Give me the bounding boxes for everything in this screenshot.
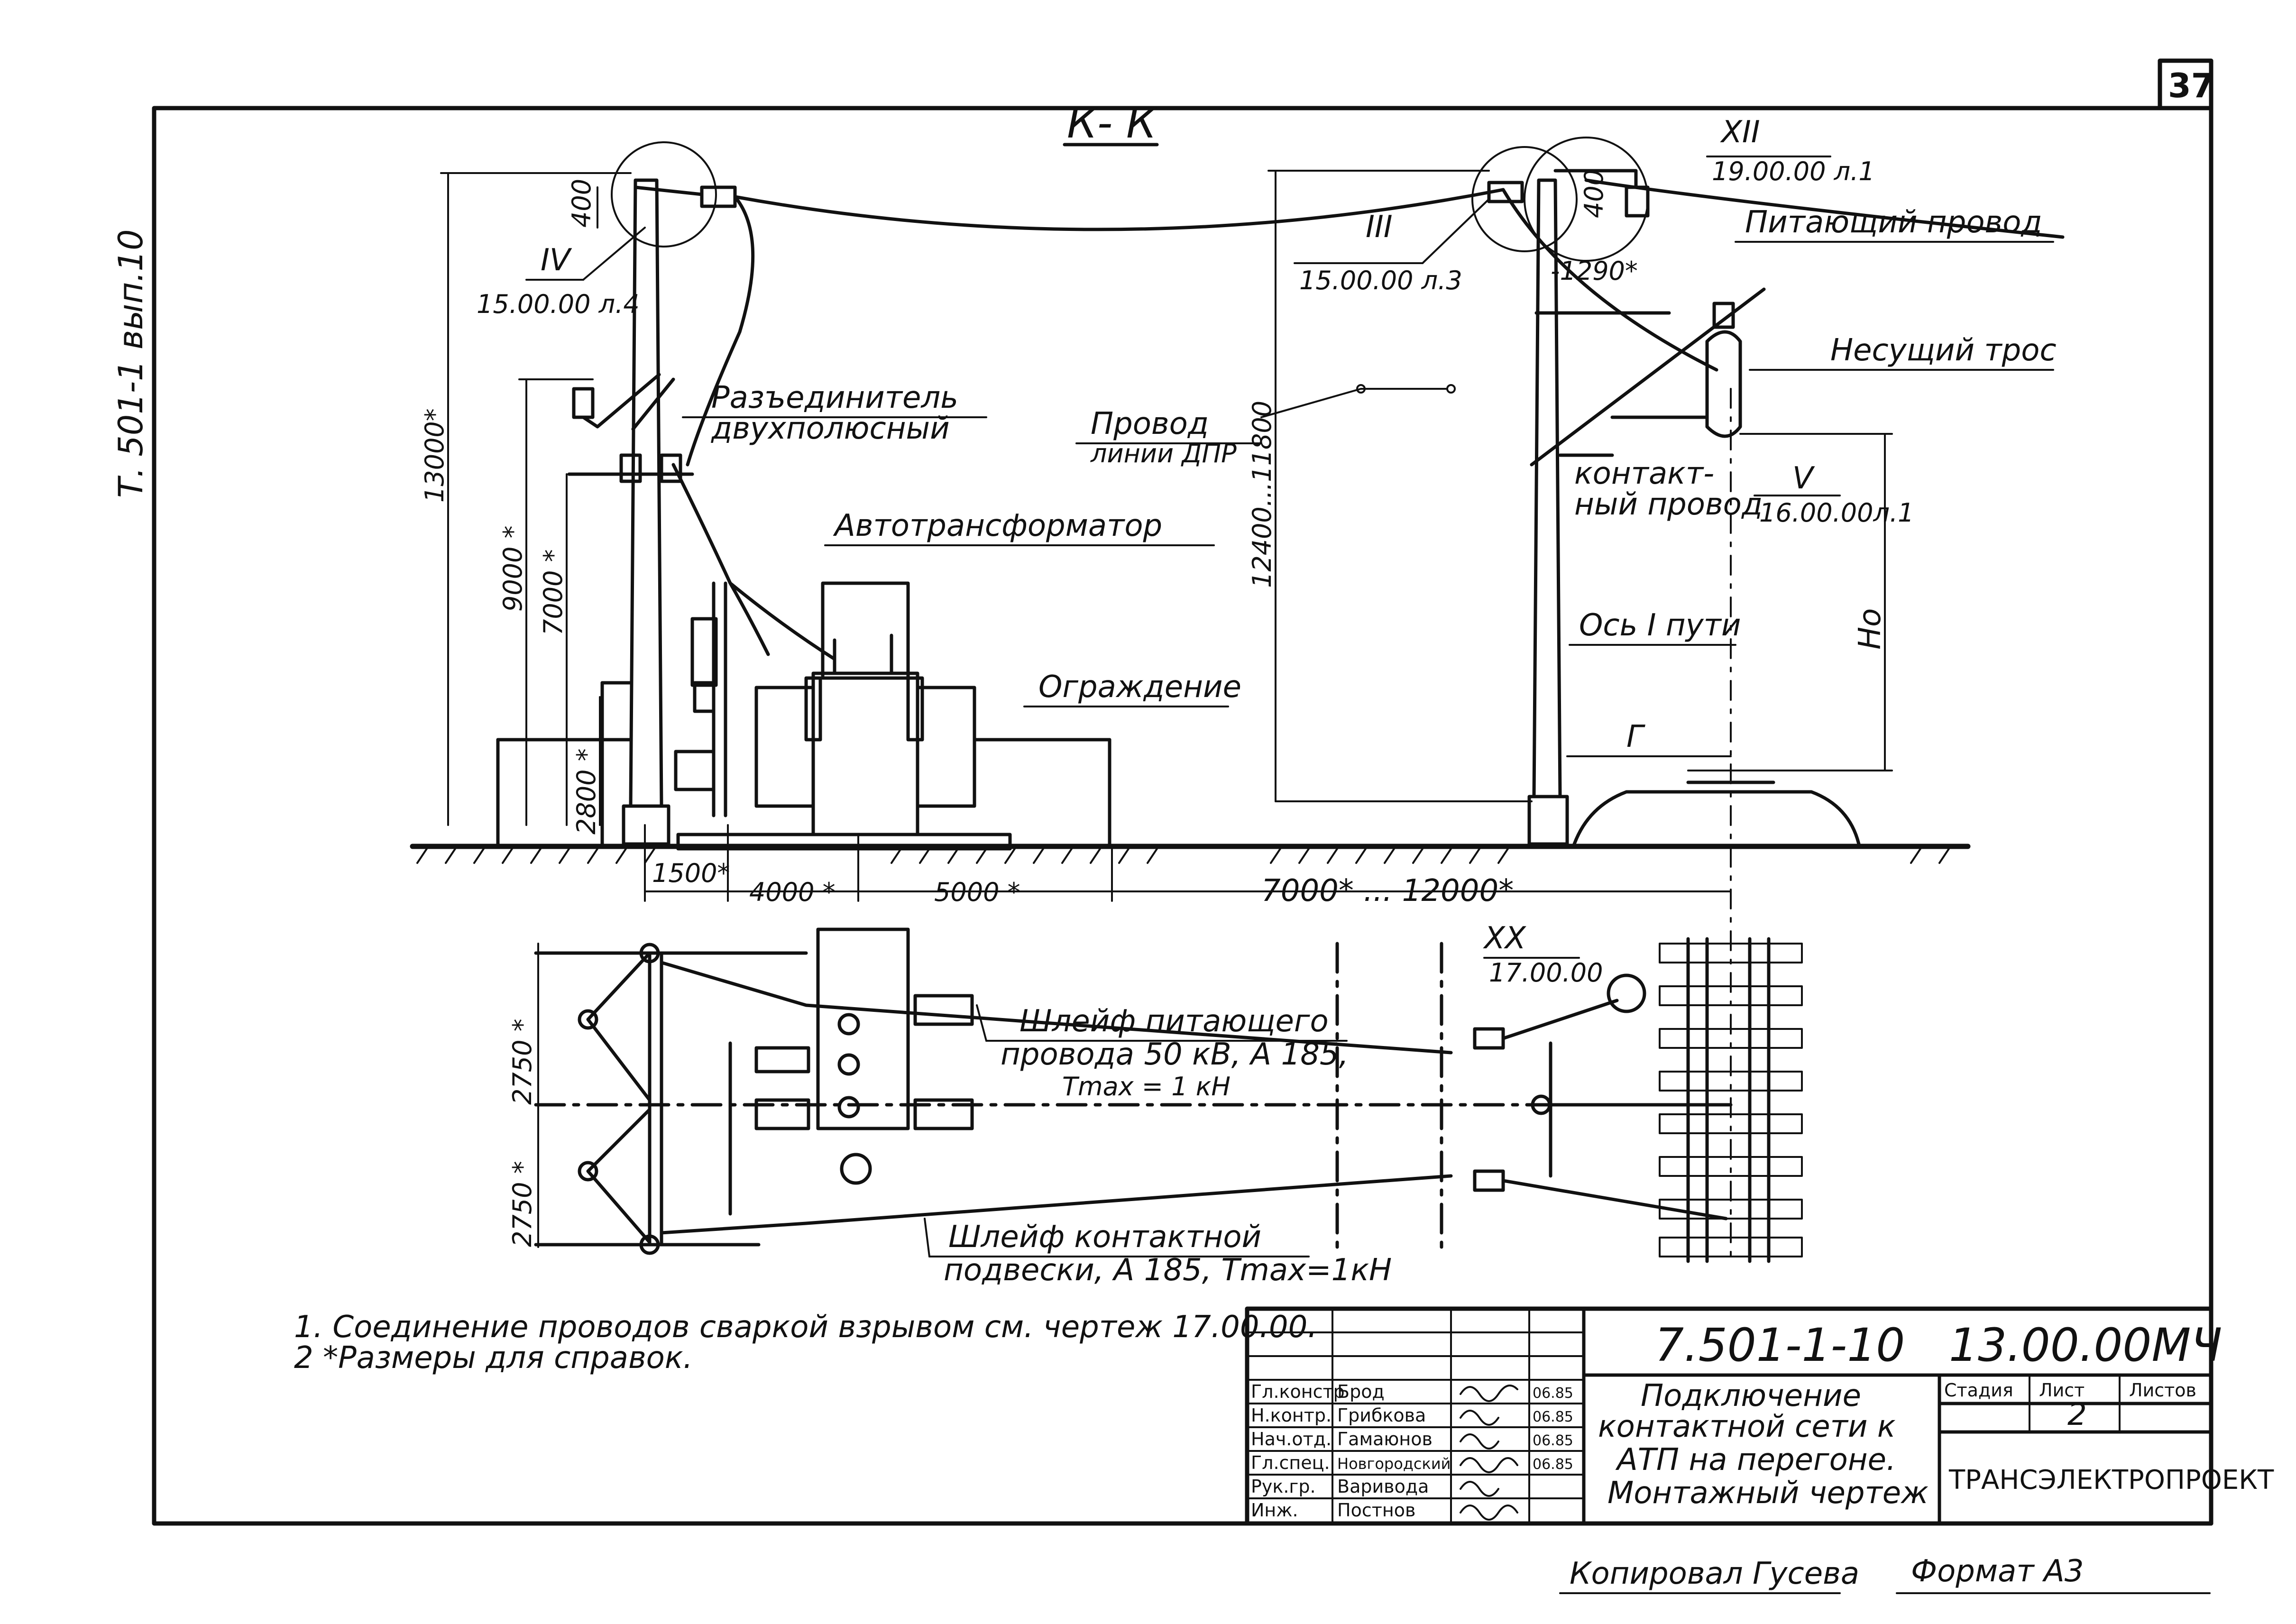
dim-13000: 13000* — [420, 408, 450, 503]
tb-name-4: Новгородский — [1337, 1455, 1451, 1473]
signature-marks — [1460, 1385, 1518, 1521]
title-stage-header: Стадия — [1944, 1380, 2013, 1401]
tb-role-1: Гл.констр — [1251, 1381, 1345, 1402]
plan-view — [534, 927, 1771, 1263]
title-org: ТРАНСЭЛЕКТРОПРОЕКТ — [1948, 1465, 2274, 1496]
dim-400-right: 400 — [1579, 169, 1609, 218]
feeder-wire-span — [733, 188, 1505, 231]
label-contact-wire-2: ный провод — [1574, 487, 1763, 522]
dim-2750-top: 2750 * — [507, 1018, 537, 1105]
label-ref-iv-num: IV — [541, 243, 572, 278]
tb-name-2: Грибкова — [1337, 1405, 1426, 1426]
page-number: 37 — [2168, 66, 2214, 105]
section-title: К- К — [1067, 98, 1158, 148]
footer-format: Формат А3 — [1911, 1554, 2084, 1589]
tb-role-4: Гл.спец. — [1251, 1452, 1330, 1473]
tb-role-5: Рук.гр. — [1251, 1476, 1316, 1497]
tb-date-2: 06.85 — [1533, 1409, 1573, 1425]
label-feeder-loop-3: Тmax = 1 кН — [1062, 1072, 1231, 1101]
dim-9000: 9000 * — [498, 525, 528, 612]
note-2: 2 *Размеры для справок. — [294, 1340, 693, 1376]
label-ho: Hо — [1853, 608, 1888, 650]
tb-date-3: 06.85 — [1533, 1432, 1573, 1449]
label-ref-xx-doc: 17.00.00 — [1489, 958, 1603, 988]
dim-2750-bottom: 2750 * — [507, 1161, 537, 1247]
label-autotransformer: Автотрансформатор — [833, 508, 1162, 543]
dim-400-left: 400 — [567, 179, 597, 228]
note-1: 1. Соединение проводов сваркой взрывом с… — [294, 1310, 1317, 1345]
node-iii-circle — [1471, 146, 1578, 252]
feeder-wire-right — [1584, 178, 2065, 239]
label-disconnector-1: Разъединитель — [711, 380, 958, 415]
tb-role-6: Инж. — [1251, 1500, 1298, 1521]
dim-12400: 12400...11800 — [1247, 401, 1277, 588]
tb-name-5: Варивода — [1337, 1476, 1429, 1497]
dpr-node-2 — [1446, 384, 1456, 394]
label-track-axis: Ось I пути — [1579, 608, 1741, 643]
autotransformer-elevation — [676, 581, 1012, 851]
title-sheets-header: Листов — [2129, 1380, 2196, 1401]
left-pole — [567, 141, 737, 846]
label-contact-loop-1: Шлейф контактной — [948, 1220, 1261, 1255]
label-ref-v-doc: 16.00.00л.1 — [1759, 498, 1914, 528]
disconnector-drive — [671, 463, 770, 817]
plan-sleepers — [1659, 943, 1803, 1257]
label-ref-iii-num: III — [1366, 210, 1393, 245]
label-ref-iii-doc: 15.00.00 л.3 — [1299, 266, 1462, 295]
dim-4000: 4000 * — [749, 877, 836, 907]
label-feeder-loop-1: Шлейф питающего — [1019, 1004, 1329, 1039]
track-ballast — [1572, 780, 1861, 846]
drawing-frame — [152, 106, 2213, 1526]
label-ref-xii-num: XII — [1720, 115, 1760, 150]
title-sheet-no: 2 — [2067, 1397, 2087, 1432]
tb-date-4: 06.85 — [1533, 1456, 1573, 1473]
ground-hatch — [416, 848, 1950, 864]
label-ref-xx-num: XX — [1483, 921, 1526, 956]
label-contact-wire-1: контакт- — [1574, 456, 1714, 491]
tb-name-3: Гамаюнов — [1337, 1429, 1433, 1450]
messenger-wire — [1501, 188, 1718, 372]
tb-role-2: Н.контр. — [1251, 1405, 1332, 1426]
elevation-dimensions — [440, 170, 1893, 902]
tb-role-3: Нач.отд. — [1251, 1429, 1332, 1450]
label-dpr-line-1: Провод — [1091, 406, 1209, 441]
title-line-4: Монтажный чертеж — [1607, 1476, 1929, 1511]
fence — [496, 681, 1111, 848]
dpr-line-wire — [1260, 388, 1447, 418]
title-line-3: АТП на перегоне. — [1615, 1442, 1896, 1477]
dim-1500: 1500* — [652, 858, 730, 888]
dim-2800: 2800 * — [571, 748, 601, 835]
node-iv-circle — [611, 141, 717, 248]
dim-7000-12000: 7000* ... 12000* — [1261, 873, 1514, 908]
dim-5000: 5000 * — [934, 877, 1020, 907]
title-doc-code: 7.501-1-10 — [1655, 1319, 1905, 1372]
label-feeder-wire: Питающий провод — [1745, 205, 2042, 240]
dim-1290: -1290* — [1551, 256, 1638, 286]
tb-name-6: Постнов — [1337, 1500, 1415, 1521]
title-block — [1245, 1306, 2213, 1526]
title-sheet-code: 13.00.00МЧ — [1949, 1319, 2222, 1372]
label-ref-xii-doc: 19.00.00 л.1 — [1712, 156, 1875, 186]
label-contact-loop-2: подвески, А 185, Тmax=1кН — [944, 1253, 1392, 1288]
footer-copied: Копировал Гусева — [1570, 1556, 1859, 1591]
label-g: Г — [1626, 719, 1645, 754]
label-fence: Ограждение — [1038, 670, 1241, 705]
tb-name-1: Брод — [1337, 1381, 1385, 1402]
feeder-loop-left — [686, 195, 755, 467]
page-number-box — [2158, 58, 2213, 110]
side-stamp: Т. 501-1 вып.10 — [111, 229, 150, 498]
title-line-1: Подключение — [1641, 1378, 1861, 1413]
dim-7000: 7000 * — [538, 549, 568, 635]
label-feeder-loop-2: провода 50 кВ, А 185, — [1001, 1037, 1349, 1072]
title-sheet-header: Лист — [2039, 1380, 2085, 1401]
right-pole — [1471, 137, 1766, 846]
title-line-2: контактной сети к — [1598, 1409, 1896, 1444]
label-ref-iv-doc: 15.00.00 л.4 — [477, 289, 640, 319]
tb-date-1: 06.85 — [1533, 1385, 1573, 1402]
dpr-node-1 — [1356, 384, 1366, 394]
label-ref-v-num: V — [1792, 461, 1815, 496]
label-messenger-wire: Несущий трос — [1830, 333, 2057, 368]
